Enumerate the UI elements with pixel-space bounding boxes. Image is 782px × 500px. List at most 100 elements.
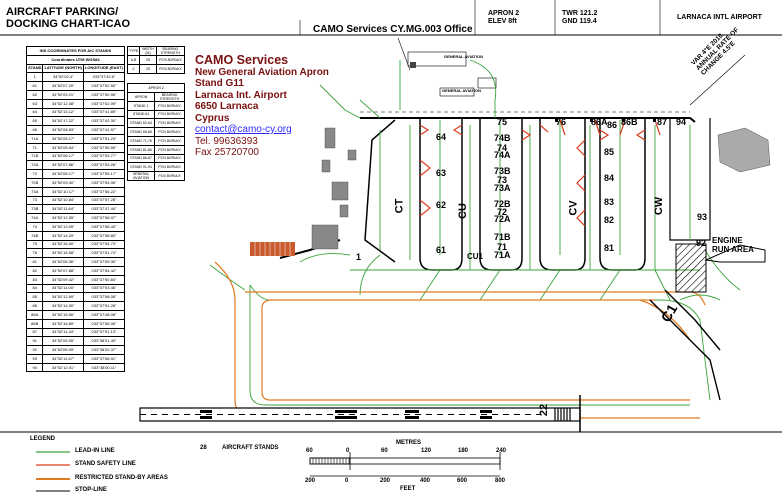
runway-designator: 22 xyxy=(538,403,551,417)
legend-stop-line: STOP-LINE xyxy=(75,487,107,493)
stand-label: 63 xyxy=(436,168,447,178)
legend-title: LEGEND xyxy=(30,436,56,442)
camo-line3: Stand G11 xyxy=(195,78,244,89)
taxiway-label: CV xyxy=(567,200,580,216)
stand-label: 71 xyxy=(497,242,508,252)
camo-contact-block: CAMO Services New General Aviation Apron… xyxy=(195,53,329,159)
scale-feet-tick: 800 xyxy=(495,478,506,484)
apron2-label: APRON 2 xyxy=(127,83,185,93)
camo-line4: Larnaca Int. Airport xyxy=(195,89,287,101)
stand-label: 84 xyxy=(604,173,615,183)
camo-name: CAMO Services xyxy=(195,53,289,67)
legend-aircraft-stands: AIRCRAFT STANDS xyxy=(222,445,279,451)
stand-label: 72B xyxy=(494,199,511,209)
scale-metre-tick: 120 xyxy=(421,448,432,454)
legend-restricted: RESTRICTED STAND-BY AREAS xyxy=(75,475,168,481)
stand-label: 72 xyxy=(497,207,508,217)
stand-label: 73A xyxy=(494,183,511,193)
h-type: TYPE xyxy=(126,46,141,56)
stand-label: 71A xyxy=(494,250,511,260)
airport-name: LARNACA INTL AIRPORT xyxy=(677,14,762,21)
stand-label: 72A xyxy=(494,214,511,224)
stand-label: 92 xyxy=(696,238,707,248)
ins-coordinates-table: INS COORDINATES FOR A/C STANDS Coordinat… xyxy=(25,46,126,373)
stand-label: 61 xyxy=(436,245,447,255)
stand-label: 73B xyxy=(494,166,511,176)
scale-metres-label: METRES xyxy=(396,440,422,446)
stand-label: 74B xyxy=(494,133,511,143)
col-lon: LONGITUDE (EAST) xyxy=(82,63,126,74)
camo-email-link[interactable]: contact@camo-cy.org xyxy=(195,124,292,135)
stand-label: 74A xyxy=(494,150,511,160)
stand-label: 83 xyxy=(604,197,615,207)
stand-label: 73 xyxy=(497,175,508,185)
legend-stand-safety: STAND SAFETY LINE xyxy=(75,461,136,467)
taxiway-label: CW xyxy=(653,196,666,216)
taxiway-label: CT xyxy=(393,198,406,214)
ga-label-2: GENERAL AVIATION xyxy=(442,88,481,93)
camo-line2: New General Aviation Apron xyxy=(195,66,329,78)
scale-feet-tick: 0 xyxy=(345,478,349,484)
stand-label: 87 xyxy=(657,117,668,127)
scale-metre-tick: 240 xyxy=(496,448,507,454)
ga-label-1: GENERAL AVIATION xyxy=(444,54,483,59)
col-stand: STAND xyxy=(25,63,44,74)
stand-label: 81 xyxy=(604,243,615,253)
scale-metre-tick: 180 xyxy=(458,448,469,454)
scale-feet-tick: 200 xyxy=(305,478,316,484)
scale-feet-tick: 600 xyxy=(457,478,468,484)
camo-tel: Tel. 99636393 xyxy=(195,135,258,147)
stand-label: 93 xyxy=(697,212,708,222)
h-strength: BEARING STRENGTH xyxy=(155,46,186,56)
stand-label: 62 xyxy=(436,200,447,210)
scale-metre-tick: 0 xyxy=(346,448,350,454)
stand-label: 75 xyxy=(497,117,508,127)
chart-title: AIRCRAFT PARKING/ DOCKING CHART-ICAO xyxy=(6,6,131,30)
stand-label: 85 xyxy=(604,147,615,157)
stand-label: 94 xyxy=(676,117,687,127)
camo-line5: 6650 Larnaca xyxy=(195,101,259,112)
legend-stand-number: 28 xyxy=(200,445,207,451)
coords-table-title: INS COORDINATES FOR A/C STANDS xyxy=(26,46,125,56)
stand-label: 1 xyxy=(356,252,362,262)
stand-label: 64 xyxy=(436,132,447,142)
stand-label: 86A xyxy=(591,117,608,127)
